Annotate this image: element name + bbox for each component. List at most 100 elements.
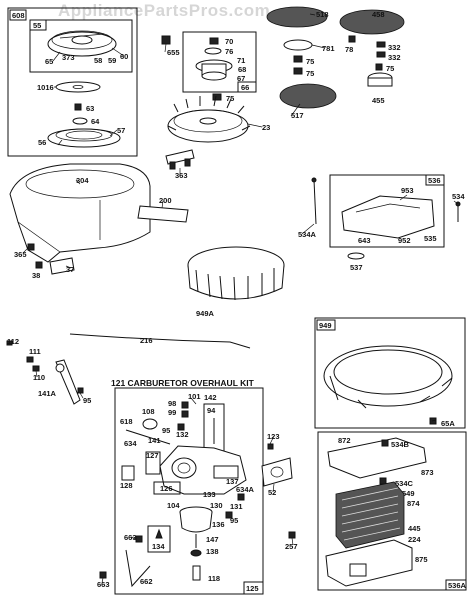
callout-76: 76 bbox=[225, 47, 233, 56]
callout-534B: 534B bbox=[391, 440, 410, 449]
callout-534a: 534 bbox=[452, 192, 465, 201]
gasket-52-hole bbox=[270, 466, 284, 478]
box-carburetor-kit bbox=[114, 387, 264, 595]
spring-coil bbox=[55, 128, 113, 142]
spring-coil-inner bbox=[65, 130, 103, 140]
callout-949: 949 bbox=[319, 321, 332, 330]
callout-634: 634 bbox=[124, 439, 137, 448]
callout-112: 112 bbox=[7, 337, 19, 346]
wire-guard-inner bbox=[333, 349, 443, 395]
air-cleaner-cover-ridge bbox=[355, 203, 421, 213]
starter-pulley-rim bbox=[51, 30, 113, 50]
callout-949A: 949A bbox=[196, 309, 215, 318]
bracket-screw-b bbox=[184, 158, 191, 167]
link-216 bbox=[69, 333, 251, 349]
callout-125: 125 bbox=[246, 584, 259, 593]
box-536-tag bbox=[425, 174, 445, 186]
screw-634A bbox=[237, 493, 245, 501]
callout-952: 952 bbox=[398, 236, 411, 245]
box-536 bbox=[329, 174, 445, 248]
wire-guard-outer bbox=[323, 345, 453, 407]
lever-662 bbox=[125, 549, 151, 588]
callout-458: 458 bbox=[372, 10, 385, 19]
wire-guard-legs bbox=[329, 375, 453, 409]
governor-lever-pivot bbox=[55, 363, 65, 373]
screen-518 bbox=[266, 6, 328, 28]
callout-138: 138 bbox=[206, 547, 219, 556]
nut-75c bbox=[293, 67, 303, 75]
callout-75a: 75 bbox=[226, 94, 234, 103]
callout-110: 110 bbox=[33, 373, 45, 382]
callout-68: 68 bbox=[238, 65, 246, 74]
screen-949a-band bbox=[187, 264, 285, 300]
callout-63: 63 bbox=[86, 104, 94, 113]
callout-52: 52 bbox=[268, 488, 276, 497]
callout-130: 130 bbox=[210, 501, 223, 510]
callout-133: 133 bbox=[203, 490, 216, 499]
carburetor-kit-title: 121 CARBURETOR OVERHAUL KIT bbox=[111, 378, 255, 388]
callout-142: 142 bbox=[204, 393, 217, 402]
watermark: AppliancePartsPros.com bbox=[58, 1, 270, 20]
callout-662: 662 bbox=[140, 577, 153, 586]
starter-dog bbox=[59, 33, 105, 39]
screen-517 bbox=[279, 83, 337, 109]
callout-57: 57 bbox=[117, 126, 125, 135]
callout-874: 874 bbox=[407, 499, 420, 508]
box-949 bbox=[314, 317, 466, 429]
screw-38 bbox=[35, 261, 43, 269]
callout-78: 78 bbox=[345, 45, 353, 54]
carburetor-venturi bbox=[177, 462, 191, 474]
box-126 bbox=[153, 481, 181, 495]
float-bowl-136 bbox=[179, 511, 213, 533]
callout-200: 200 bbox=[159, 196, 172, 205]
callout-23: 23 bbox=[262, 123, 270, 132]
callout-363: 363 bbox=[175, 171, 188, 180]
callout-127: 127 bbox=[146, 451, 159, 460]
screw-365 bbox=[27, 243, 35, 251]
callout-873: 873 bbox=[421, 468, 434, 477]
screen-458 bbox=[339, 9, 405, 35]
box-949-tag bbox=[316, 319, 336, 331]
flywheel-top bbox=[173, 109, 243, 133]
blower-housing bbox=[9, 163, 151, 263]
screw-534C bbox=[379, 477, 387, 485]
washer-64 bbox=[72, 117, 88, 125]
ring-781 bbox=[283, 39, 313, 51]
callout-136: 136 bbox=[212, 520, 225, 529]
shaft-618 bbox=[125, 429, 171, 445]
callout-536A: 536A bbox=[448, 581, 467, 590]
screw-95c bbox=[225, 511, 233, 519]
screw-78 bbox=[348, 35, 356, 43]
spring-63 bbox=[74, 103, 82, 111]
bracket-screw-a bbox=[169, 161, 176, 170]
callout-224: 224 bbox=[408, 535, 421, 544]
callout-141A: 141A bbox=[38, 389, 57, 398]
clutch-base bbox=[201, 71, 227, 81]
blower-housing-opening bbox=[25, 169, 135, 199]
washer-332a bbox=[376, 41, 386, 48]
callout-455: 455 bbox=[372, 96, 385, 105]
bolt-534A-head bbox=[311, 177, 317, 183]
flywheel-hub bbox=[199, 117, 217, 125]
box-55-tag bbox=[29, 19, 47, 31]
callout-131: 131 bbox=[230, 502, 243, 511]
callout-445: 445 bbox=[408, 524, 421, 533]
callout-147: 147 bbox=[206, 535, 219, 544]
callout-549: 549 bbox=[402, 489, 415, 498]
nut-75d bbox=[375, 63, 383, 71]
callout-634A: 634A bbox=[236, 485, 255, 494]
callout-618: 618 bbox=[120, 417, 133, 426]
bolt-534A bbox=[313, 179, 317, 225]
callout-95b: 95 bbox=[162, 426, 170, 435]
callout-95c: 95 bbox=[230, 516, 238, 525]
throttle-shaft-108 bbox=[142, 418, 158, 430]
callout-38: 38 bbox=[32, 271, 40, 280]
washer-76 bbox=[204, 47, 222, 55]
air-cleaner-cover bbox=[341, 195, 435, 239]
air-cleaner-cover-lower bbox=[327, 437, 427, 479]
callout-872: 872 bbox=[338, 436, 351, 445]
cup-455-body bbox=[367, 77, 393, 87]
callout-65: 65 bbox=[45, 57, 53, 66]
